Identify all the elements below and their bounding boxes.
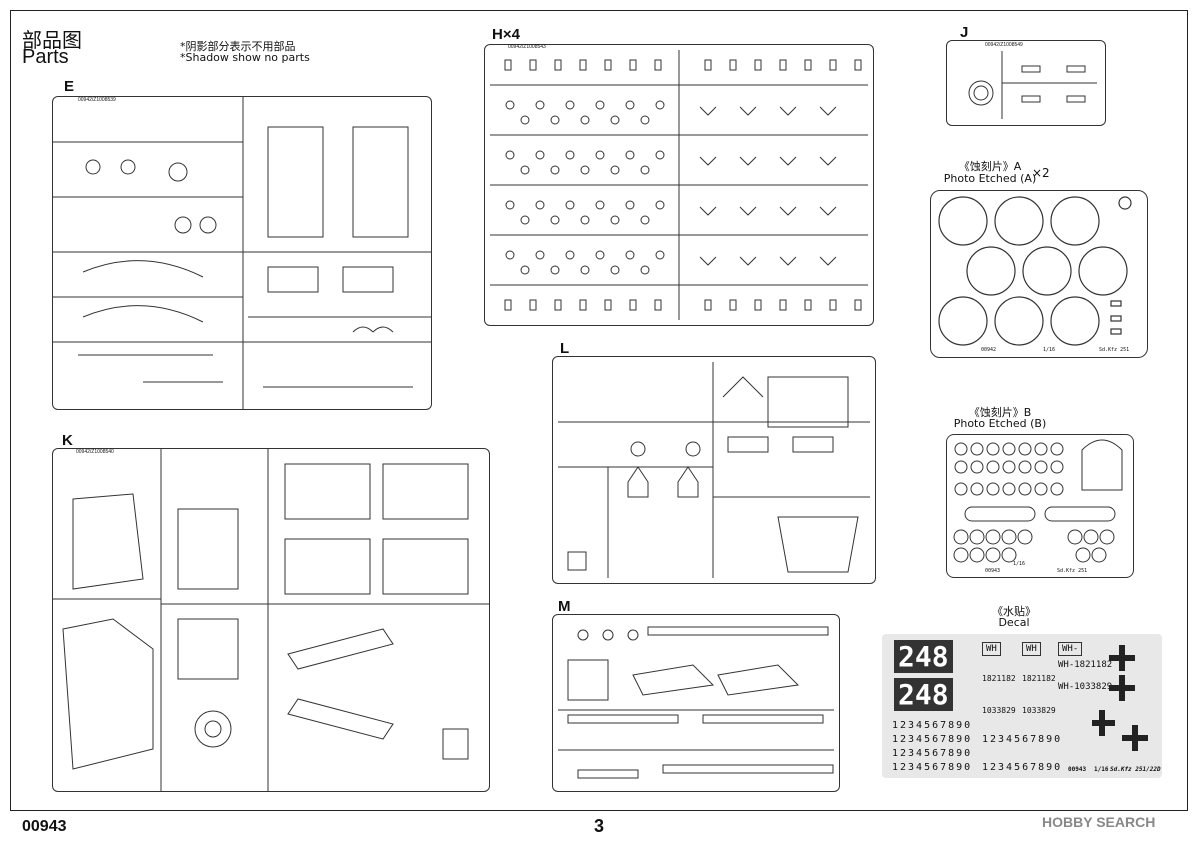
sprue-m-label: M xyxy=(558,598,571,615)
decal-sheet: 248 248 WH WH WH- 1821182 1821182 103382… xyxy=(882,634,1162,778)
watermark: HOBBY SEARCH xyxy=(1042,814,1156,830)
etched-a-sheet: 00942 1/16 Sd.Kfz 251 xyxy=(930,190,1148,358)
page-title-en: Parts xyxy=(22,46,69,68)
decal-n2-b: 1033829 xyxy=(1022,706,1056,715)
etched-b-model: Sd.Kfz 251 xyxy=(1057,568,1088,574)
etched-a-rings xyxy=(938,196,1132,346)
etched-a-title-en: Photo Etched (A) xyxy=(943,172,1037,185)
decal-wh-n1: WH-1821182 xyxy=(1058,660,1113,670)
decal-footer-scale: 1/16 xyxy=(1094,766,1109,773)
page-frame xyxy=(10,10,1188,811)
sprue-l-label: L xyxy=(560,340,570,357)
sprue-m xyxy=(552,614,840,792)
sprue-e-label: E xyxy=(64,78,75,95)
decal-title-cn: 《水贴》 xyxy=(992,605,1036,618)
sprue-e-parts xyxy=(53,97,431,409)
sprue-h-code: 00942/Z1008543 xyxy=(508,44,546,50)
decal-number-2: 248 xyxy=(894,678,953,711)
decal-digits-4: 1234567890 xyxy=(892,762,973,773)
decal-crosses xyxy=(1092,645,1148,751)
etched-b-code: 00943 xyxy=(985,568,1001,574)
decal-digits-1: 1234567890 xyxy=(892,720,973,731)
etched-a-scale: 1/16 xyxy=(1043,347,1056,353)
note-cn: *阴影部分表示不用部品 xyxy=(180,40,296,53)
etched-b-title-cn: 《蚀刻片》B xyxy=(968,406,1032,419)
sprue-k-label: K xyxy=(62,432,73,449)
sprue-j-parts xyxy=(968,51,1097,119)
sprue-j xyxy=(946,40,1106,126)
decal-n2: 1033829 xyxy=(982,706,1016,715)
sprue-e-code: 00942/Z1008539 xyxy=(78,97,116,103)
sprue-j-label: J xyxy=(960,24,969,41)
etched-b-parts xyxy=(953,439,1123,563)
etched-b-title-en: Photo Etched (B) xyxy=(953,417,1047,430)
etched-a-title-cn: 《蚀刻片》A xyxy=(958,160,1022,173)
note-en: *Shadow show no parts xyxy=(180,51,310,64)
decal-n1: 1821182 xyxy=(982,674,1016,683)
decal-footer-model: Sd.Kfz 251/22D xyxy=(1110,766,1161,773)
decal-digits-6: 1234567890 xyxy=(982,762,1063,773)
sprue-k-code: 00942/Z1008540 xyxy=(76,449,114,455)
sprue-h xyxy=(484,44,874,326)
etched-a-code: 00942 xyxy=(981,347,997,353)
decal-wh-1: WH xyxy=(982,642,1001,656)
footer-code: 00943 xyxy=(22,818,67,835)
decal-number-1: 248 xyxy=(894,640,953,673)
decal-wh-n2: WH-1033829 xyxy=(1058,682,1113,692)
decal-footer-code: 00943 xyxy=(1068,766,1087,773)
decal-n1-b: 1821182 xyxy=(1022,674,1056,683)
decal-wh-dash: WH- xyxy=(1058,642,1083,656)
sprue-e xyxy=(52,96,432,410)
page-number: 3 xyxy=(594,816,605,836)
sprue-j-code: 00942/Z1008549 xyxy=(985,42,1023,48)
sprue-l xyxy=(552,356,876,584)
page-title-cn: 部品图 xyxy=(22,28,82,52)
sprue-k xyxy=(52,448,490,792)
etched-a-multiplier: ×2 xyxy=(1032,166,1050,180)
decal-digits-3: 1234567890 xyxy=(892,748,973,759)
decal-title-en: Decal xyxy=(998,616,1030,629)
etched-a-model: Sd.Kfz 251 xyxy=(1099,347,1130,353)
sprue-k-parts xyxy=(53,449,489,791)
etched-b-sheet: 00943 1/16 Sd.Kfz 251 xyxy=(946,434,1134,578)
sprue-l-parts xyxy=(558,362,870,578)
sprue-h-parts xyxy=(490,50,868,320)
sprue-m-parts xyxy=(558,626,834,779)
etched-b-scale: 1/16 xyxy=(1013,561,1026,567)
sprue-h-label: H×4 xyxy=(492,26,520,43)
decal-digits-2: 1234567890 xyxy=(892,734,973,745)
decal-wh-2: WH xyxy=(1022,642,1041,656)
decal-digits-5: 1234567890 xyxy=(982,734,1063,745)
